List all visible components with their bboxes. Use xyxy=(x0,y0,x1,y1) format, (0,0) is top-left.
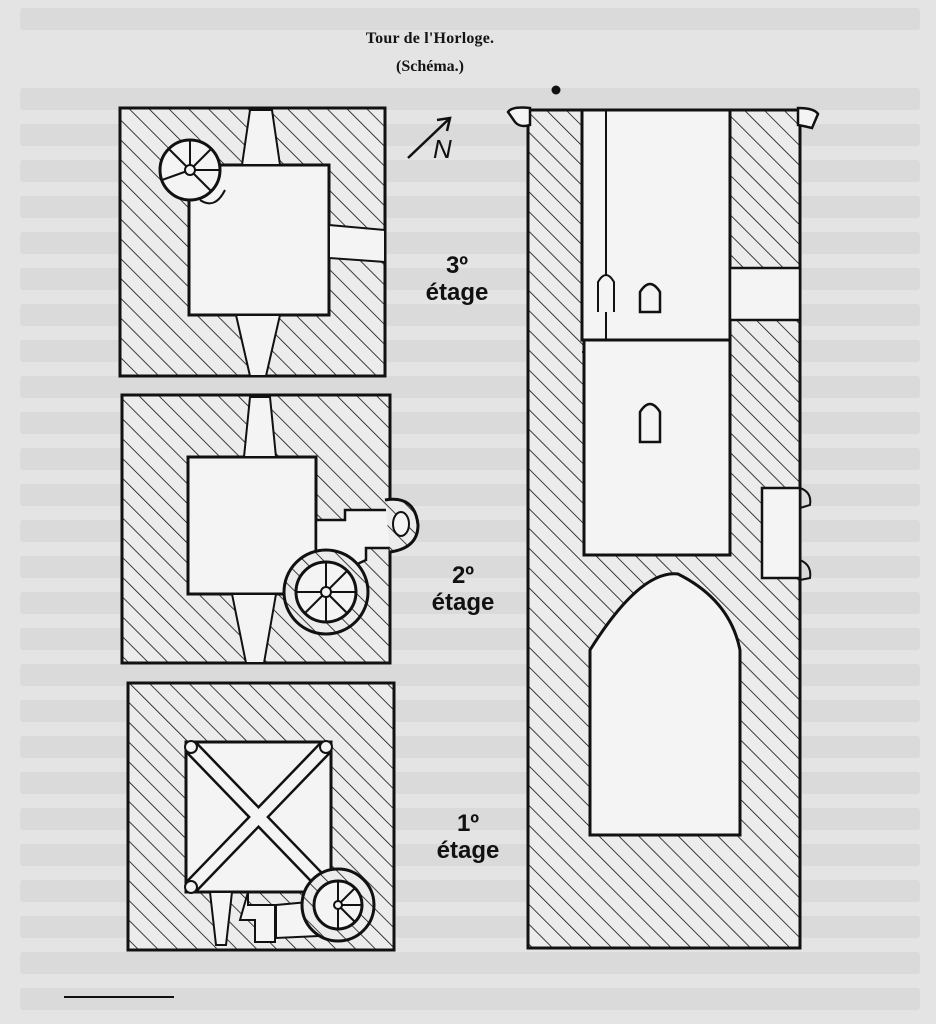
first-floor-spiral-stair xyxy=(300,867,376,943)
third-floor-window-east xyxy=(328,223,386,264)
second-floor-word: étage xyxy=(431,589,495,616)
first-floor-label: 1º étage xyxy=(413,810,523,864)
third-floor-spiral-stair xyxy=(158,138,222,202)
footnote-rule xyxy=(64,996,174,998)
north-label: N xyxy=(433,134,452,164)
second-floor-window-south xyxy=(230,593,278,664)
third-floor-plan xyxy=(118,106,387,378)
first-floor-number: 1º xyxy=(456,810,480,837)
tower-section xyxy=(506,85,820,950)
second-floor-spiral-stair xyxy=(282,548,370,636)
second-floor-label: 2º étage xyxy=(408,562,518,616)
third-floor-label: 3º étage xyxy=(402,252,512,306)
diagram-subtitle: (Schéma.) xyxy=(396,58,464,75)
north-arrow xyxy=(407,116,452,159)
third-floor-window-south xyxy=(234,314,282,377)
third-floor-word: étage xyxy=(425,279,489,306)
second-floor-number: 2º xyxy=(451,562,475,589)
first-floor-word: étage xyxy=(436,837,500,864)
first-floor-plan xyxy=(126,681,396,952)
second-floor-window-north xyxy=(242,396,278,458)
second-floor-plan xyxy=(120,393,420,665)
third-floor-window-north xyxy=(240,109,282,166)
third-floor-number: 3º xyxy=(445,252,469,279)
diagram-title: Tour de l'Horloge. xyxy=(365,30,495,47)
finial-dot xyxy=(551,85,561,95)
